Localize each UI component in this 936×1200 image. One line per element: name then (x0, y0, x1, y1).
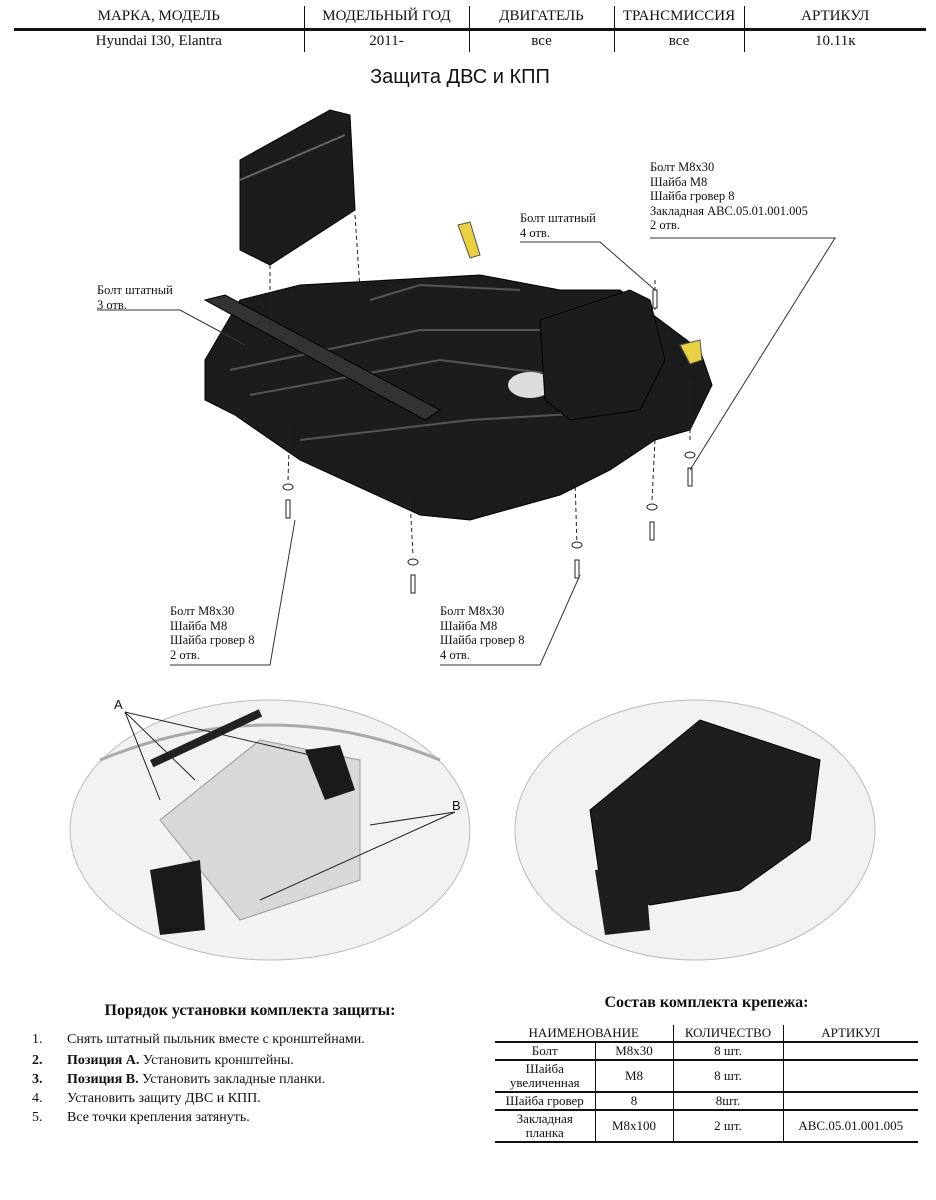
kit-cell: Шайба увеличенная (495, 1060, 595, 1093)
kit-cell: М8х100 (594, 1110, 673, 1143)
cell-transmission: все (613, 29, 744, 52)
bracket-right (539, 289, 666, 421)
step-3: 3. Позиция В. Установить закладные планки… (32, 1070, 325, 1089)
label-position-b: B (452, 798, 461, 813)
col-header: ТРАНСМИССИЯ (613, 6, 744, 31)
bracket-left (239, 109, 356, 266)
kit-cell: М8 (594, 1060, 673, 1093)
instructions-title: Порядок установки комплекта защиты: (104, 1002, 396, 1019)
kit-cell: Болт (495, 1042, 595, 1061)
step-2: 2. Позиция А. Установить кронштейны. (32, 1051, 294, 1070)
insert-plate-2 (679, 339, 703, 365)
step-text: Установить закладные планки. (138, 1072, 326, 1087)
label-position-a: A (114, 697, 123, 712)
kit-cell: АВС.05.01.001.005 (782, 1110, 918, 1143)
step-number: 3. (32, 1072, 43, 1087)
callout-line: 4 отв. (440, 647, 470, 662)
kit-cell: Шайба гровер (495, 1092, 595, 1111)
step-text: Установить кронштейны. (139, 1053, 294, 1068)
cross-bar (203, 294, 441, 421)
callout-line: Шайба М8 (650, 174, 708, 189)
callout-line: 2 отв. (170, 647, 200, 662)
kit-col-header: НАИМЕНОВАНИЕ (495, 1025, 673, 1043)
callout-bottom-left: Болт М8х30 Шайба М8 Шайба гровер 8 2 отв… (170, 604, 255, 662)
callout-line: Закладная АВС.05.01.001.005 (650, 203, 808, 218)
step-number: 4. (32, 1091, 43, 1106)
step-number: 5. (32, 1110, 43, 1125)
vehicle-info-row: Hyundai I30, Elantra 2011- все все 10.11… (14, 29, 926, 52)
cell-model: Hyundai I30, Elantra (95, 32, 222, 49)
step-1: 1. Снять штатный пыльник вместе с кронште… (32, 1030, 365, 1049)
callout-line: 2 отв. (650, 218, 680, 232)
step-number: 1. (32, 1032, 43, 1047)
cell-year: 2011- (303, 29, 469, 52)
bolts (282, 289, 696, 594)
step-text: Снять штатный пыльник вместе с кронштейн… (67, 1032, 365, 1047)
kit-col-header: АРТИКУЛ (782, 1025, 918, 1043)
callout-line: Болт штатный (97, 283, 173, 297)
col-header: МАРКА, МОДЕЛЬ (14, 6, 304, 31)
col-header: ДВИГАТЕЛЬ (468, 6, 614, 31)
kit-col-header: КОЛИЧЕСТВО (672, 1025, 783, 1043)
step-text: Все точки крепления затянуть. (67, 1110, 250, 1125)
callout-line: 4 отв. (520, 225, 550, 240)
callout-top-right: Болт М8х30 Шайба М8 Шайба гровер 8 Закла… (650, 160, 808, 233)
col-header: АРТИКУЛ (743, 6, 926, 31)
kit-header-row: НАИМЕНОВАНИЕ КОЛИЧЕСТВО АРТИКУЛ (495, 1025, 918, 1043)
step-4: 4. Установить защиту ДВС и КПП. (32, 1089, 261, 1108)
callout-mid-right: Болт штатный 4 отв. (520, 211, 596, 240)
kit-cell (782, 1042, 918, 1061)
plate-hole (508, 372, 552, 398)
photo-brackets-installed (69, 699, 471, 961)
cell-engine: все (468, 29, 614, 52)
kit-cell: 8 шт. (672, 1060, 783, 1093)
callout-line: 3 отв. (97, 297, 127, 312)
callout-line: Шайба гровер 8 (440, 633, 525, 647)
kit-cell: 8 шт. (672, 1042, 783, 1061)
vehicle-info-header-row: МАРКА, МОДЕЛЬ МОДЕЛЬНЫЙ ГОД ДВИГАТЕЛЬ ТР… (14, 6, 926, 31)
kit-cell (782, 1092, 918, 1111)
cell-article: 10.11к (743, 29, 926, 52)
photo-plate-installed (514, 699, 876, 961)
callout-line: Болт М8х30 (440, 604, 505, 618)
callout-line: Болт М8х30 (650, 160, 715, 174)
kit-cell: М8х30 (594, 1042, 673, 1061)
callout-bottom-mid: Болт М8х30 Шайба М8 Шайба гровер 8 4 отв… (440, 604, 525, 662)
kit-cell: Закладная планка (495, 1110, 595, 1143)
callout-line: Шайба М8 (440, 618, 498, 633)
step-text: Установить защиту ДВС и КПП. (67, 1091, 261, 1106)
exploded-assembly-diagram (69, 109, 876, 961)
kit-cell: 8 (594, 1092, 673, 1111)
step-number: 2. (32, 1053, 43, 1068)
callout-line: Болт М8х30 (170, 604, 235, 618)
callout-line: Шайба М8 (170, 618, 228, 633)
step-position: Позиция А. (67, 1053, 140, 1068)
step-position: Позиция В. (67, 1072, 139, 1087)
kit-cell (782, 1060, 918, 1093)
plate-ridges (229, 283, 641, 441)
step-5: 5. Все точки крепления затянуть. (32, 1108, 250, 1127)
col-header: МОДЕЛЬНЫЙ ГОД (303, 6, 469, 31)
vehicle-info-table: МАРКА, МОДЕЛЬ МОДЕЛЬНЫЙ ГОД ДВИГАТЕЛЬ ТР… (14, 6, 926, 52)
callout-left: Болт штатный 3 отв. (97, 283, 173, 312)
kit-cell: 8шт. (672, 1092, 783, 1111)
kit-cell: 2 шт. (672, 1110, 783, 1143)
insert-plate-1 (457, 221, 481, 259)
callout-line: Шайба гровер 8 (170, 633, 255, 647)
callout-line: Шайба гровер 8 (650, 189, 735, 203)
page-title: Защита ДВС и КПП (370, 66, 550, 88)
kit-title: Состав комплекта крепежа: (604, 994, 809, 1011)
callout-line: Болт штатный (520, 211, 596, 225)
